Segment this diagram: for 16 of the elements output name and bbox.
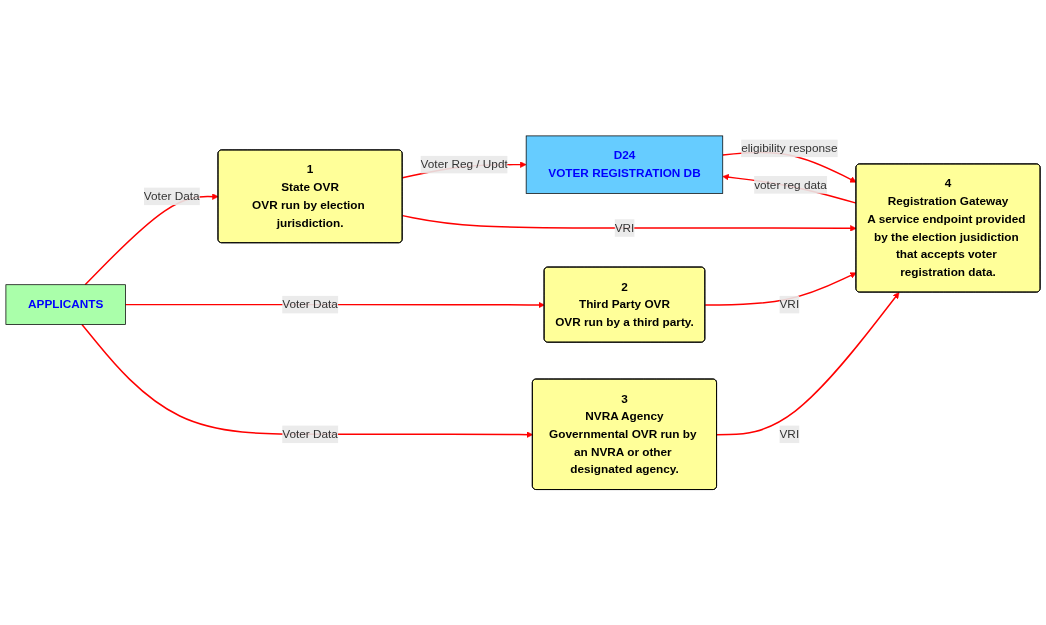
edge-label: eligibility response (741, 141, 838, 155)
edge-label: Voter Data (282, 427, 338, 440)
edge-label: VRI (614, 221, 635, 234)
node-box: APPLICANTS (5, 284, 126, 325)
arrow (401, 214, 857, 232)
arrow (716, 291, 900, 436)
edge-label: Voter Data (282, 297, 338, 311)
arrow (81, 323, 533, 438)
edge-label: Voter Data (143, 189, 200, 202)
node-box: D24 VOTER REGISTRATION DB (525, 135, 724, 194)
edge-label: VRI (779, 297, 800, 311)
arrow (704, 272, 857, 306)
edge-label: Voter Reg / Updt (420, 157, 508, 171)
edge-label: VRI (779, 427, 800, 440)
edge-label: voter reg data (754, 178, 827, 191)
arrow (722, 173, 857, 204)
